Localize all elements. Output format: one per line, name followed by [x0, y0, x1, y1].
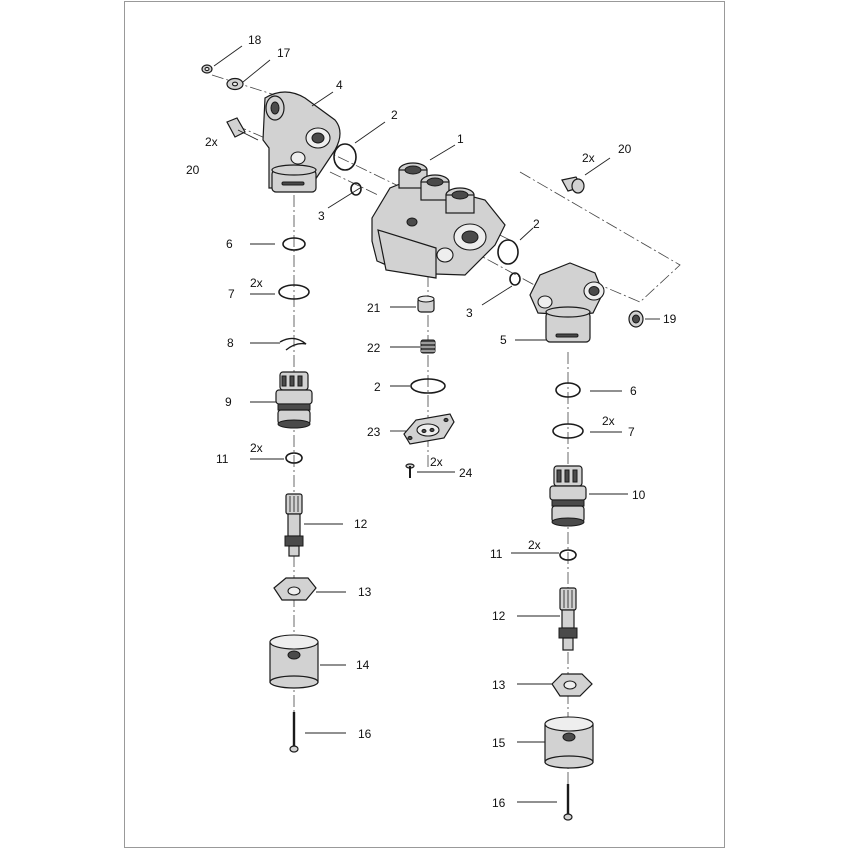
part-22-spring: [420, 339, 436, 354]
label-7-left: 7: [228, 287, 235, 301]
label-20-right: 20: [618, 142, 632, 156]
part-11-ring-left: [285, 452, 303, 464]
label-23: 23: [367, 425, 381, 439]
label-2x-a: 2x: [205, 135, 218, 149]
part-12-spindle-right: [558, 587, 578, 651]
label-13-right: 13: [492, 678, 506, 692]
label-21: 21: [367, 301, 381, 315]
part-7-ring-left: [278, 284, 310, 300]
part-16-screw-left: [289, 712, 299, 753]
label-8: 8: [227, 336, 234, 350]
part-11-ring-right: [559, 549, 577, 561]
part-20-screw-left: [226, 117, 259, 141]
part-2-oring-c: [410, 378, 446, 394]
part-6-ring-right: [555, 382, 581, 398]
label-19: 19: [663, 312, 677, 326]
part-2-oring-a: [333, 143, 357, 171]
label-2x-b: 2x: [582, 151, 595, 165]
label-1: 1: [457, 132, 464, 146]
label-2x-d: 2x: [250, 441, 263, 455]
part-6-ring-left: [282, 237, 306, 251]
part-labels: 18 17 4 2x 20 2 1 3 2x 20 2 3 6 2x 7 8 9…: [186, 33, 677, 810]
part-3-oring-b: [509, 272, 521, 286]
part-23-cover: [403, 413, 455, 445]
label-16-right: 16: [492, 796, 506, 810]
part-24-screw: [405, 463, 415, 478]
label-12-left: 12: [354, 517, 368, 531]
label-3-a: 3: [318, 209, 325, 223]
label-11-left: 11: [216, 452, 229, 466]
label-6-right: 6: [630, 384, 637, 398]
part-3-oring-a: [350, 182, 362, 196]
part-4-left-housing: [262, 91, 341, 193]
part-15-handle: [544, 716, 594, 769]
part-9-cartridge: [275, 371, 313, 429]
label-2-c: 2: [374, 380, 381, 394]
label-3-b: 3: [466, 306, 473, 320]
sheet-border: [124, 1, 725, 848]
label-22: 22: [367, 341, 381, 355]
part-5-right-housing: [529, 262, 605, 343]
part-12-spindle-left: [284, 493, 304, 557]
label-10: 10: [632, 488, 646, 502]
part-14-handle: [269, 634, 319, 689]
part-7-ring-right: [552, 423, 584, 439]
label-9: 9: [225, 395, 232, 409]
part-20-screw-right: [561, 176, 585, 194]
label-15: 15: [492, 736, 506, 750]
label-4: 4: [336, 78, 343, 92]
part-21-plug: [417, 295, 435, 313]
part-13-plate-right: [551, 673, 593, 697]
label-6-left: 6: [226, 237, 233, 251]
label-7-right: 7: [628, 425, 635, 439]
label-20-left: 20: [186, 163, 200, 177]
label-13-left: 13: [358, 585, 372, 599]
label-11-right: 11: [490, 547, 503, 561]
part-8-clip: [279, 337, 307, 351]
part-10-cartridge: [549, 465, 587, 527]
label-18: 18: [248, 33, 262, 47]
label-2x-c: 2x: [250, 276, 263, 290]
part-2-oring-b: [497, 239, 519, 265]
label-2x-e: 2x: [430, 455, 443, 469]
label-24: 24: [459, 466, 473, 480]
label-2-b: 2: [533, 217, 540, 231]
label-2x-g: 2x: [528, 538, 541, 552]
label-2-a: 2: [391, 108, 398, 122]
part-19-cap: [628, 310, 644, 328]
part-18-nut: [201, 64, 213, 74]
label-14: 14: [356, 658, 370, 672]
label-17: 17: [277, 46, 291, 60]
part-1-main-body: [371, 162, 506, 279]
label-16-left: 16: [358, 727, 372, 741]
part-16-screw-right: [563, 784, 573, 821]
label-5: 5: [500, 333, 507, 347]
leader-lines: [213, 45, 660, 803]
label-12-right: 12: [492, 609, 506, 623]
label-2x-f: 2x: [602, 414, 615, 428]
part-13-plate-left: [273, 577, 317, 601]
part-17-washer: [226, 77, 244, 91]
